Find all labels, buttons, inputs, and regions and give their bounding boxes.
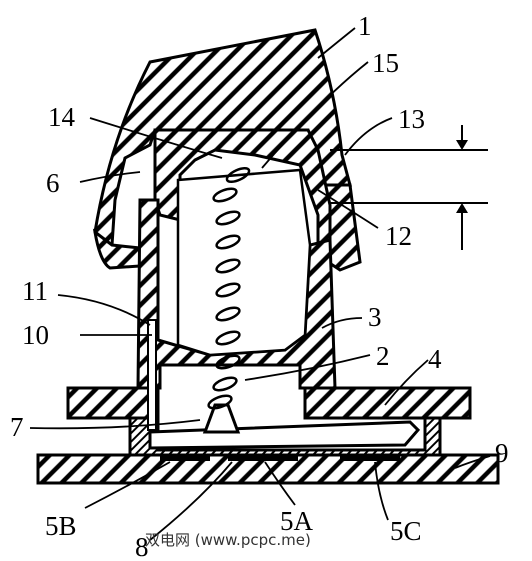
leader-4: [384, 359, 429, 406]
leader-12: [317, 189, 379, 229]
leader-5A: [264, 461, 296, 506]
label-5C: 5C: [390, 516, 422, 546]
leader-15: [261, 61, 369, 169]
leader-7: [29, 419, 201, 430]
label-11: 11: [22, 276, 48, 306]
label-2: 2: [376, 341, 390, 371]
leader-11: [57, 294, 151, 326]
lever: [148, 420, 421, 450]
leader-14: [89, 117, 223, 159]
label-6: 6: [46, 168, 60, 198]
leader-8: [149, 461, 233, 541]
leader-1: [317, 27, 356, 59]
travel-arrow-down-head: [456, 140, 468, 150]
leader-2: [244, 354, 371, 381]
leader-5C: [374, 461, 389, 521]
leader-5B: [84, 461, 171, 509]
contact-5A: [228, 455, 298, 461]
label-3: 3: [368, 302, 382, 332]
label-1: 1: [358, 11, 372, 41]
label-15: 15: [372, 48, 399, 78]
keycap: [93, 28, 352, 247]
label-5A: 5A: [280, 506, 314, 536]
slider-stem: [147, 319, 157, 431]
leader-9: [454, 455, 491, 469]
label-4: 4: [428, 344, 442, 374]
label-7: 7: [10, 412, 24, 442]
watermark: 双电网 (www.pcpc.me): [145, 531, 311, 549]
leader-3: [321, 317, 363, 329]
pcb-substrate: [36, 453, 500, 485]
leader-13: [344, 117, 393, 156]
contact-5C: [340, 455, 400, 461]
top-plate-left: [66, 386, 160, 420]
travel-arrow-up-head: [456, 203, 468, 213]
label-9: 9: [495, 438, 509, 468]
label-12: 12: [385, 221, 412, 251]
leader-6: [79, 171, 141, 183]
housing: [136, 198, 337, 390]
label-13: 13: [398, 104, 425, 134]
housing-cavity: [176, 168, 312, 357]
spring: [207, 166, 251, 410]
keycap-skirt: [92, 228, 142, 270]
label-14: 14: [48, 102, 76, 132]
label-8: 8: [135, 532, 149, 561]
label-10: 10: [22, 320, 49, 350]
label-5B: 5B: [45, 511, 77, 541]
leader-lines: [29, 27, 491, 541]
actuator-pin: [202, 403, 241, 434]
contact-5B: [160, 455, 210, 461]
